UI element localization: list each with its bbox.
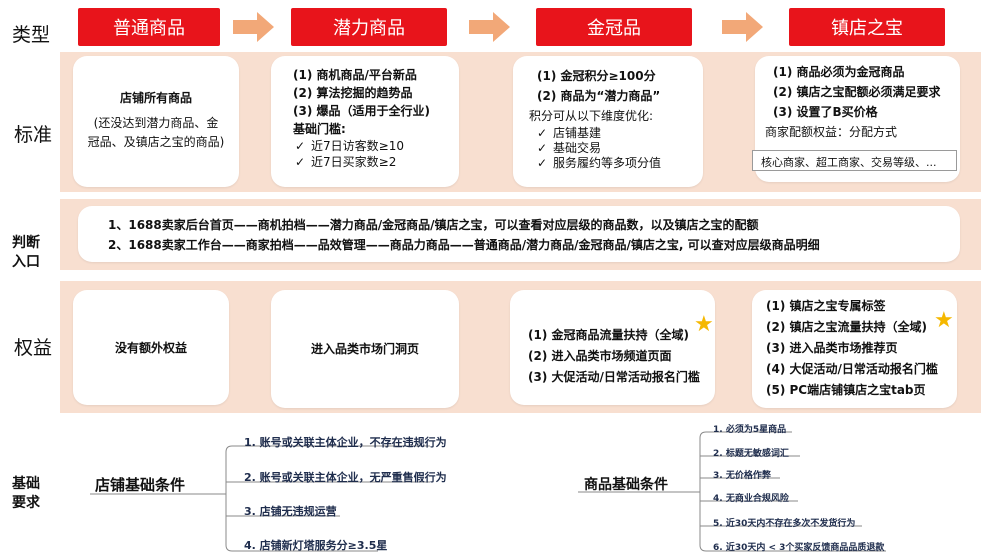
label-type: 类型 [12,24,51,46]
mindmap-product-item-4: 4. 无商业合规风险 [713,494,789,504]
benefits-treasure-l1: (1) 镇店之宝专属标签 [766,299,886,313]
label-entry-line1: 判断 [12,235,40,251]
label-entry-line2: 入口 [12,254,40,270]
standard-potential-c1: 近7日访客数≥10 [311,139,404,153]
standard-potential-l1: (1) 商机商品/平台新品 [293,68,417,82]
standard-gold-l3: 积分可从以下维度优化: [529,109,654,123]
entry-card: 1、1688卖家后台首页——商机拍档——潜力商品/金冠商品/镇店之宝，可以查看对… [78,206,960,262]
mindmap-shop-item-1: 1. 账号或关联主体企业，不存在违规行为 [244,436,447,449]
standard-potential-check1: ✓ 近7日访客数≥10 [293,138,449,154]
standard-treasure-l3: (3) 设置了B买价格 [773,105,878,119]
entry-line2: 2、1688卖家工作台——商家拍档——品效管理——商品力商品——普通商品/潜力商… [108,238,820,252]
standard-card-potential: (1) 商机商品/平台新品 (2) 算法挖掘的趋势品 (3) 爆品（适用于全行业… [271,56,459,187]
type-normal: 普通商品 [78,8,220,46]
benefits-treasure-l4: (4) 大促活动/日常活动报名门槛 [766,362,938,376]
standard-card-gold: (1) 金冠积分≥100分 (2) 商品为“潜力商品” 积分可从以下维度优化: … [513,56,703,187]
standard-gold-c1: 店铺基建 [553,126,602,140]
mindmap-product-item-6: 6. 近30天内 < 3个买家反馈商品品质退款 [713,543,885,553]
standard-potential-check2: ✓ 近7日买家数≥2 [293,154,449,170]
label-basic-line2: 要求 [12,495,40,511]
mindmap-shop-item-4: 4. 店铺新灯塔服务分≥3.5星 [244,539,388,552]
benefits-card-normal: 没有额外权益 [73,290,229,405]
type-gold-crown: 金冠品 [536,8,692,46]
standard-gold-check2: ✓ 基础交易 [537,141,695,156]
standard-potential-l3: (3) 爆品（适用于全行业) [293,104,430,118]
check-icon: ✓ [295,139,306,153]
standard-potential-l4: 基础门槛: [293,122,346,136]
standard-treasure-tag: 核心商家、超工商家、交易等级、... [752,150,957,171]
mindmap-shop-root: 店铺基础条件 [95,476,186,494]
benefits-card-potential: 进入品类市场门洞页 [271,290,459,408]
benefits-card-gold: (1) 金冠商品流量扶持（全域) (2) 进入品类市场频道页面 (3) 大促活动… [510,290,715,405]
mindmap-product-item-3: 3. 无价格作弊 [713,471,771,481]
arrow-right-icon [722,12,763,42]
standard-gold-l1: (1) 金冠积分≥100分 [537,69,656,83]
standard-treasure-l2: (2) 镇店之宝配额必须满足要求 [773,85,941,99]
arrow-right-icon [469,12,510,42]
benefits-treasure-l5: (5) PC端店铺镇店之宝tab页 [766,383,926,397]
standard-treasure-l4: 商家配额权益：分配方式 [765,125,898,139]
standard-normal-title: 店铺所有商品 [119,91,192,105]
label-standard: 标准 [14,124,53,146]
mindmap-shop-item-3: 3. 店铺无违规运营 [244,505,337,518]
standard-normal-note1: (还没达到潜力商品、金 [93,116,219,130]
mindmap-product-item-2: 2. 标题无敏感词汇 [713,449,789,459]
benefits-gold-l3: (3) 大促活动/日常活动报名门槛 [528,370,700,384]
standard-normal-note2: 冠品、及镇店之宝的商品) [87,135,225,149]
mindmap-product-item-5: 5. 近30天内不存在多次不发货行为 [713,519,856,529]
star-icon: ★ [934,308,954,333]
standard-gold-l2: (2) 商品为“潜力商品” [537,89,661,103]
mindmap-product-item-1: 1. 必须为5星商品 [713,425,787,435]
arrow-right-icon [233,12,274,42]
benefits-treasure-l3: (3) 进入品类市场推荐页 [766,341,898,355]
type-potential: 潜力商品 [291,8,447,46]
standard-gold-c2: 基础交易 [553,141,602,155]
benefits-card-treasure: (1) 镇店之宝专属标签 (2) 镇店之宝流量扶持（全域) (3) 进入品类市场… [752,290,957,408]
standard-gold-check3: ✓ 服务履约等多项分值 [537,156,695,171]
check-icon: ✓ [295,155,306,169]
type-store-treasure: 镇店之宝 [789,8,945,46]
entry-line1: 1、1688卖家后台首页——商机拍档——潜力商品/金冠商品/镇店之宝，可以查看对… [108,218,759,232]
check-icon: ✓ [537,126,548,140]
standard-potential-l2: (2) 算法挖掘的趋势品 [293,86,413,100]
check-icon: ✓ [537,156,548,170]
standard-gold-c3: 服务履约等多项分值 [553,156,662,170]
standard-treasure-l1: (1) 商品必须为金冠商品 [773,65,905,79]
benefits-treasure-l2: (2) 镇店之宝流量扶持（全域) [766,320,927,334]
mindmap-product-root: 商品基础条件 [584,477,668,493]
label-basic: 基础 要求 [12,475,40,513]
benefits-gold-l2: (2) 进入品类市场频道页面 [528,349,672,363]
standard-gold-check1: ✓ 店铺基建 [537,126,695,141]
label-benefits: 权益 [14,337,53,359]
label-basic-line1: 基础 [12,476,40,492]
label-entry: 判断 入口 [12,234,40,272]
star-icon: ★ [694,312,714,337]
mindmap-shop-item-2: 2. 账号或关联主体企业，无严重售假行为 [244,471,447,484]
standard-potential-c2: 近7日买家数≥2 [311,155,397,169]
standard-card-normal: 店铺所有商品 (还没达到潜力商品、金 冠品、及镇店之宝的商品) [73,56,239,187]
check-icon: ✓ [537,141,548,155]
benefits-gold-l1: (1) 金冠商品流量扶持（全域) [528,328,689,342]
